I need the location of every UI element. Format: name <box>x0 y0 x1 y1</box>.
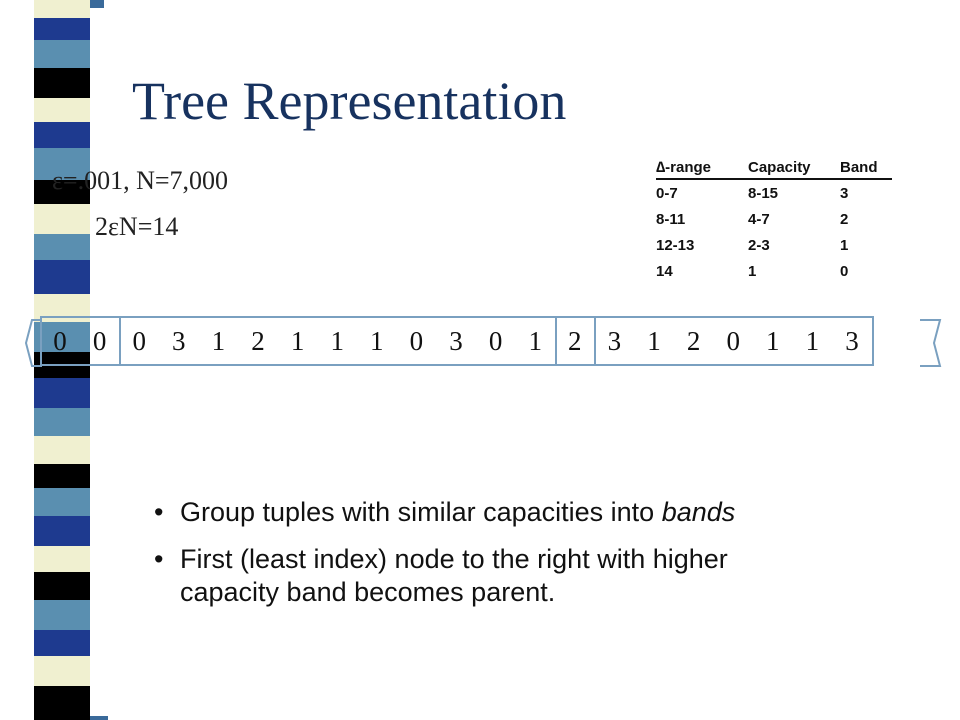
param-2-epsilon-n: 2εN=14 <box>95 212 179 241</box>
sequence-digit: 2 <box>251 326 265 356</box>
stripe-segment <box>34 630 90 656</box>
header-capacity: Capacity <box>748 156 840 180</box>
cell-band: 2 <box>840 210 849 228</box>
stripe-segment <box>34 98 90 122</box>
stripe-segment <box>34 68 90 98</box>
stripe-segment <box>34 546 90 572</box>
cell-delta-range: 0-7 <box>656 184 678 202</box>
stripe-segment <box>34 122 90 148</box>
bullet-emphasis: bands <box>661 497 736 527</box>
sequence-digit: 1 <box>370 326 384 356</box>
bullet-item: • Group tuples with similar capacities i… <box>150 496 830 529</box>
bullet-dot: • <box>154 544 164 574</box>
sequence-digit: 1 <box>528 326 542 356</box>
cell-band: 1 <box>840 236 849 254</box>
band-table: ∆-range Capacity Band 0-7 8-15 3 8-11 4-… <box>656 156 892 284</box>
stripe-segment <box>34 686 90 720</box>
table-row: 14 1 0 <box>656 258 892 284</box>
sequence-digit: 0 <box>726 326 740 356</box>
header-delta-range: ∆-range <box>656 156 748 180</box>
stripe-segment <box>34 18 90 40</box>
stripe-segment <box>34 378 90 408</box>
stripe-segment <box>34 148 90 180</box>
bullet-text: First (least index) node to the right wi… <box>180 544 728 607</box>
stripe-segment <box>34 0 90 18</box>
sequence-digit: 3 <box>845 326 859 356</box>
stripe-segment <box>34 260 90 294</box>
cell-capacity: 1 <box>748 262 757 280</box>
sequence-digit: 2 <box>568 326 582 356</box>
table-row: 12-13 2-3 1 <box>656 232 892 258</box>
stripe-accent-bottom <box>90 716 108 720</box>
bullet-text: Group tuples with similar capacities int… <box>180 497 662 527</box>
stripe-accent <box>90 0 104 8</box>
cell-delta-range: 14 <box>656 262 673 280</box>
stripe-segment <box>34 488 90 516</box>
sequence-digit: 1 <box>211 326 226 356</box>
table-row: 8-11 4-7 2 <box>656 206 892 232</box>
stripe-segment <box>34 516 90 546</box>
sequence-digit: 1 <box>766 326 780 356</box>
sequence-digit: 1 <box>647 326 661 356</box>
stripe-segment <box>34 464 90 488</box>
sequence-digit: 1 <box>805 326 820 356</box>
stripe-segment <box>34 234 90 260</box>
sequence-digit: 1 <box>330 326 344 356</box>
sequence-digit: 0 <box>409 326 424 356</box>
band-table-header-row: ∆-range Capacity Band <box>656 156 892 180</box>
cell-capacity: 8-15 <box>748 184 779 202</box>
sequence-right-bracket-icon <box>920 319 942 367</box>
bullet-list: • Group tuples with similar capacities i… <box>150 496 830 623</box>
cell-band: 3 <box>840 184 849 202</box>
sequence-digit: 0 <box>132 326 146 356</box>
stripe-segment <box>34 180 90 204</box>
sequence-group-box <box>594 316 874 366</box>
sequence-digit: 1 <box>290 326 305 356</box>
stripe-segment <box>34 656 90 686</box>
stripe-segment <box>34 572 90 600</box>
bullet-item: • First (least index) node to the right … <box>150 543 830 609</box>
slide-title: Tree Representation <box>132 71 567 131</box>
stripe-segment <box>34 204 90 234</box>
param-epsilon-n: ε=.001, N=7,000 <box>52 166 229 195</box>
table-row: 0-7 8-15 3 <box>656 179 892 206</box>
cell-delta-range: 8-11 <box>656 210 686 228</box>
sequence-digit: 0 <box>488 326 503 356</box>
stripe-segment <box>34 322 90 352</box>
bullet-dot: • <box>154 497 164 527</box>
sequence-left-bracket-icon <box>24 319 42 367</box>
stripe-segment <box>34 408 90 436</box>
stripe-segment <box>34 600 90 630</box>
stripe-segment <box>34 436 90 466</box>
cell-capacity: 2-3 <box>748 236 770 254</box>
sequence-digit: 3 <box>172 326 186 356</box>
cell-capacity: 4-7 <box>748 210 770 228</box>
sequence-digit: 3 <box>607 326 622 356</box>
stripe-segment <box>34 40 90 68</box>
sequence-digit: 0 <box>53 326 67 356</box>
cell-delta-range: 12-13 <box>656 236 695 254</box>
cell-band: 0 <box>840 262 849 280</box>
sequence-digit: 2 <box>686 326 701 356</box>
sequence-digit: 0 <box>92 326 107 356</box>
header-band: Band <box>840 156 892 180</box>
sequence-digit: 3 <box>449 326 463 356</box>
